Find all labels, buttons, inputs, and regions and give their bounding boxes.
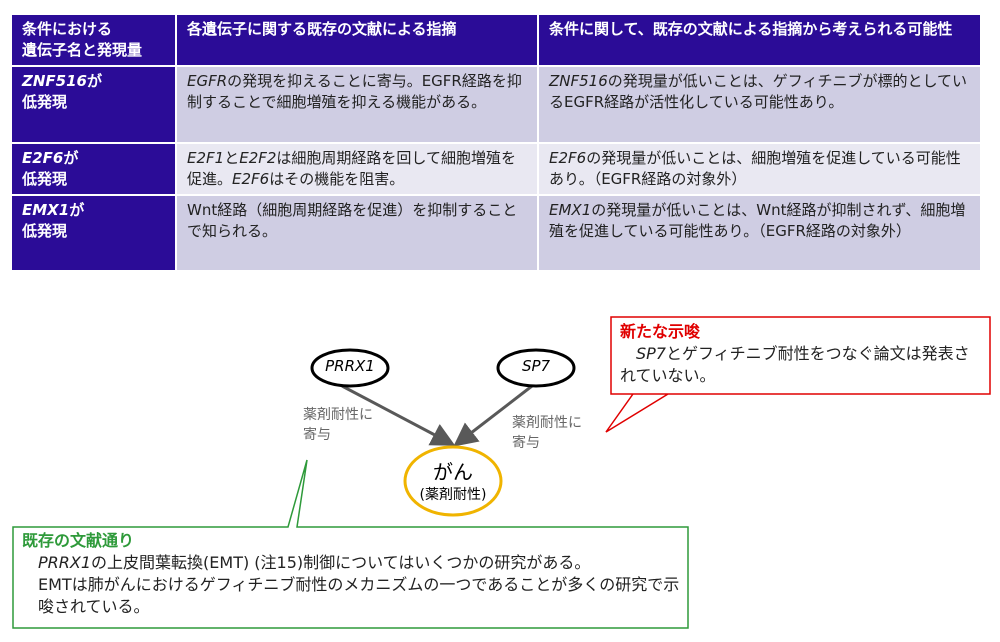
edge-label-left: 薬剤耐性に 寄与: [303, 407, 373, 443]
literature-cell: Wnt経路（細胞周期経路を促進）を抑制することで知られる。: [175, 194, 539, 272]
new-text: とゲフィチニブ耐性をつなぐ論文は発表されていない。: [620, 344, 970, 385]
gene-name: E2F1: [187, 149, 225, 167]
cell-text: の発現量が低いことは、細胞増殖を促進している可能性あり。（EGFR経路の対象外）: [549, 149, 961, 188]
arrow-prrx1: [341, 384, 456, 446]
cell-text: はその機能を阻害。: [269, 170, 405, 188]
possibility-cell: EMX1の発現量が低いことは、Wnt経路が抑制されず、細胞増殖を促進している可能…: [537, 194, 982, 272]
existing-title: 既存の文献通り: [22, 531, 135, 550]
gene-name: E2F6: [232, 170, 270, 188]
arrow-sp7: [453, 384, 533, 447]
existing-text-1: の上皮間葉転換(EMT) (注15)制御についてはいくつかの研究がある。: [91, 553, 591, 572]
suffix: が: [87, 72, 103, 90]
header-condition: 条件における 遺伝子名と発現量: [10, 13, 177, 67]
header-literature: 各遺伝子に関する既存の文献による指摘: [175, 13, 539, 67]
cell-text: の発現量が低いことは、ゲフィチニブが標的としているEGFR経路が活性化している可…: [549, 72, 968, 111]
table-row: ZNF516が低発現 EGFRの発現を抑えることに寄与。EGFR経路を抑制するこ…: [10, 65, 982, 144]
suffix: が: [63, 149, 79, 167]
cell-text: は細胞周期経路を回して細胞増殖を促進。: [187, 149, 516, 188]
new-callout: [605, 316, 991, 433]
literature-cell: EGFRの発現を抑えることに寄与。EGFR経路を抑制することで細胞増殖を抑える機…: [175, 65, 539, 144]
cell-text: の発現を抑えることに寄与。EGFR経路を抑制することで細胞増殖を抑える機能がある…: [187, 72, 522, 111]
existing-literature: 既存の文献通り PRRX1の上皮間葉転換(EMT) (注15)制御についてはいく…: [22, 530, 682, 618]
expression-level: 低発現: [22, 170, 68, 188]
suffix: が: [69, 201, 85, 219]
gene-name: SP7: [636, 344, 666, 363]
edge-label-right: 薬剤耐性に 寄与: [512, 415, 582, 451]
node-cancer: [403, 445, 503, 517]
existing-callout: [12, 459, 689, 629]
gene-name: E2F2: [239, 149, 277, 167]
gene-name: EMX1: [549, 201, 592, 219]
table-row: EMX1が低発現 Wnt経路（細胞周期経路を促進）を抑制することで知られる。 E…: [10, 194, 982, 272]
gene-name: EGFR: [187, 72, 228, 90]
cell-text: と: [224, 149, 240, 167]
gene-name: ZNF516: [22, 72, 87, 90]
cancer-label: がん: [433, 460, 473, 484]
gene-table: 条件における 遺伝子名と発現量 各遺伝子に関する既存の文献による指摘 条件に関し…: [10, 13, 982, 272]
existing-text-2: EMTは肺がんにおけるゲフィチニブ耐性のメカニズムの一つであることが多くの研究で…: [38, 575, 680, 616]
node-sp7: [496, 348, 576, 388]
expression-level: 低発現: [22, 93, 68, 111]
gene-name: PRRX1: [38, 553, 92, 572]
cell-text: Wnt経路（細胞周期経路を促進）を抑制することで知られる。: [187, 201, 518, 240]
cell-text: の発現量が低いことは、Wnt経路が抑制されず、細胞増殖を促進している可能性あり。…: [549, 201, 966, 240]
possibility-cell: E2F6の発現量が低いことは、細胞増殖を促進している可能性あり。（EGFR経路の…: [537, 142, 982, 196]
header-possibility: 条件に関して、既存の文献による指摘から考えられる可能性: [537, 13, 982, 67]
new-title: 新たな示唆: [620, 322, 701, 341]
literature-cell: E2F1とE2F2は細胞周期経路を回して細胞増殖を促進。E2F6はその機能を阻害…: [175, 142, 539, 196]
table-row: E2F6が低発現 E2F1とE2F2は細胞周期経路を回して細胞増殖を促進。E2F…: [10, 142, 982, 196]
gene-name: E2F6: [549, 149, 587, 167]
possibility-cell: ZNF516の発現量が低いことは、ゲフィチニブが標的としているEGFR経路が活性…: [537, 65, 982, 144]
sp7-label: SP7: [521, 357, 551, 375]
gene-name: E2F6: [22, 149, 64, 167]
gene-name: ZNF516: [549, 72, 608, 90]
cancer-sub-label: (薬剤耐性): [419, 487, 487, 503]
gene-name: EMX1: [22, 201, 70, 219]
node-prrx1: [310, 348, 390, 388]
new-implication: 新たな示唆 SP7とゲフィチニブ耐性をつなぐ論文は発表されていない。: [620, 321, 980, 387]
expression-level: 低発現: [22, 222, 68, 240]
prrx1-label: PRRX1: [325, 357, 375, 375]
